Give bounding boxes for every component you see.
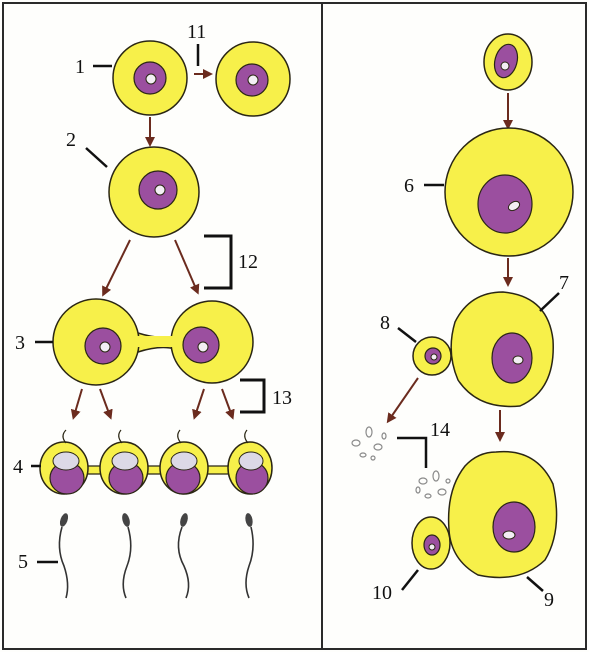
- label-3: 3: [15, 332, 25, 354]
- label-8: 8: [380, 312, 390, 334]
- nucleolus: [512, 355, 524, 365]
- spermatogonium-daughter-cell: [215, 41, 291, 117]
- label-9: 9: [544, 589, 554, 611]
- label-12: 12: [238, 251, 258, 273]
- nucleus: [492, 501, 536, 553]
- arrow-meiosis-left: [102, 239, 131, 297]
- secondary-oocyte-cell: [450, 291, 554, 408]
- leader-7: [539, 292, 560, 312]
- bracket-13: [240, 378, 266, 414]
- degenerating-polar-body-1: [351, 426, 387, 461]
- leader-10: [401, 569, 419, 591]
- leader-9: [526, 576, 544, 592]
- sperm: [177, 513, 190, 599]
- primary-spermatocyte-cell: [108, 146, 200, 238]
- spermatid: [39, 429, 89, 495]
- nucleolus: [197, 341, 209, 353]
- spermatid: [99, 429, 149, 495]
- left-panel-spermatogenesis: 1 2 3 4 5 11 12 13: [13, 21, 292, 599]
- nucleus: [491, 332, 533, 384]
- first-polar-body: [412, 336, 452, 376]
- nucleolus: [507, 200, 521, 212]
- label-1: 1: [75, 56, 85, 78]
- spermatid: [159, 429, 209, 495]
- label-4: 4: [13, 456, 23, 478]
- ovum-cell: [447, 450, 558, 579]
- label-13: 13: [272, 387, 292, 409]
- arrow-to-spermatid-3: [192, 388, 205, 420]
- spermatids: [39, 429, 273, 495]
- nucleolus: [154, 184, 166, 196]
- label-14: 14: [430, 419, 450, 441]
- nucleolus: [99, 341, 111, 353]
- right-panel-oogenesis: 6 7 8 9 10 14: [351, 33, 574, 611]
- label-7: 7: [559, 272, 569, 294]
- bracket-12: [204, 234, 233, 290]
- nucleus: [477, 174, 533, 234]
- nucleolus: [430, 353, 438, 361]
- nucleolus: [502, 530, 516, 540]
- sperm: [245, 513, 254, 599]
- label-2: 2: [66, 129, 76, 151]
- degenerating-polar-body-2: [415, 470, 451, 499]
- sperm: [58, 513, 69, 599]
- nucleolus: [145, 73, 157, 85]
- nucleolus: [428, 543, 436, 551]
- arrow-to-spermatid-1: [70, 388, 83, 420]
- arrow-polar-body-degenerates: [386, 377, 419, 424]
- arrow-meiosis-right: [174, 239, 200, 295]
- sperm-cells: [58, 513, 254, 599]
- label-5: 5: [18, 551, 28, 573]
- nucleolus: [247, 74, 259, 86]
- oogonium-cell: [483, 33, 533, 91]
- second-polar-body: [411, 516, 451, 570]
- nucleolus: [500, 61, 510, 71]
- arrow-to-spermatid-2: [99, 388, 113, 420]
- leader-2: [85, 147, 108, 168]
- bracket-14: [397, 436, 428, 468]
- sperm: [122, 513, 132, 599]
- label-11: 11: [187, 21, 206, 43]
- label-6: 6: [404, 175, 414, 197]
- label-10: 10: [372, 582, 392, 604]
- primary-oocyte-cell: [444, 127, 574, 257]
- nucleus: [493, 43, 519, 79]
- secondary-spermatocytes: [52, 298, 254, 386]
- leader-8: [397, 327, 417, 343]
- arrow-to-spermatid-4: [221, 388, 235, 420]
- spermatogonium-cell: [112, 40, 188, 116]
- spermatid: [227, 429, 273, 495]
